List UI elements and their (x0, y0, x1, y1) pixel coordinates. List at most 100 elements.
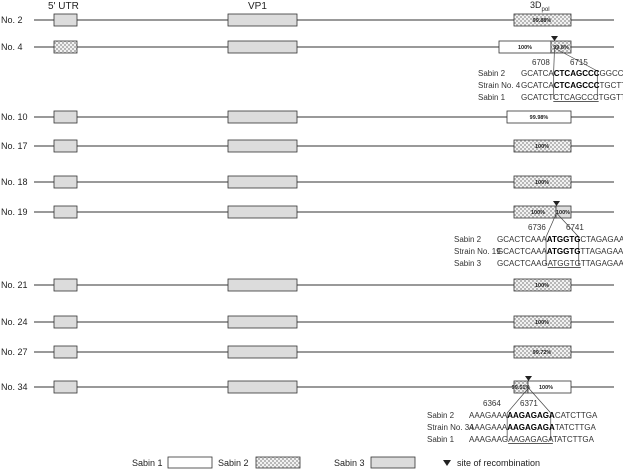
vp1-segment (227, 175, 298, 189)
bracket-line (554, 47, 598, 72)
pol-segment: 100% (513, 175, 572, 189)
vp1-header: VP1 (248, 1, 267, 12)
pol-identity: 99.72% (533, 350, 552, 356)
sequence: GCACTCAAAATGGTGCTAGAGAA (497, 235, 623, 244)
bracket-line (545, 212, 557, 238)
utr-segment (53, 40, 78, 54)
pol-segment: 99.51% 100% (512, 376, 572, 394)
pol-identity: 100% (535, 144, 549, 150)
legend-sabin3-label: Sabin 3 (334, 458, 365, 468)
pol-identity: 99.51% (512, 385, 531, 391)
utr-segment (53, 315, 78, 329)
strain-row: No. 4 100% 99.8% (1, 36, 614, 54)
pol-segment: 99.72% (513, 345, 572, 359)
pol-segment: 100% (513, 139, 572, 153)
strain-label: No. 18 (1, 177, 28, 187)
bracket-line (506, 387, 529, 414)
sequence: GCATCACTCAGCCCGGCCTGGTT (521, 69, 623, 78)
pol-part-sabin2 (513, 345, 572, 359)
pol-segment: 100% (513, 278, 572, 292)
pol-part-sabin2 (550, 40, 572, 54)
pol-part-sabin3 (555, 205, 572, 219)
sequence-name: Strain No. 34 (427, 423, 474, 432)
sequence-name: Sabin 3 (454, 259, 482, 268)
position-start: 6364 (483, 399, 501, 408)
sequence-name: Sabin 2 (454, 235, 482, 244)
sequence-name: Sabin 2 (427, 411, 455, 420)
vp1-segment (227, 110, 298, 124)
pol-identity: 100% (518, 45, 532, 51)
utr-segment (53, 13, 78, 27)
sequence: AAAGAAAAAGAGAGATATCTTGA (469, 423, 597, 432)
pol-part-sabin2 (513, 315, 572, 329)
strain-label: No. 2 (1, 15, 23, 25)
legend-sabin2-label: Sabin 2 (218, 458, 249, 468)
vp1-segment (227, 380, 298, 394)
utr-segment (53, 110, 78, 124)
strain-row: No. 18 100% (1, 175, 614, 189)
strain-label: No. 10 (1, 112, 28, 122)
utr-segment (53, 278, 78, 292)
legend-sabin1-swatch (167, 456, 213, 469)
pol-segment: 99.98% (506, 110, 572, 124)
position-end: 6371 (520, 399, 538, 408)
strain-label: No. 24 (1, 317, 28, 327)
sequence-name: Sabin 1 (427, 435, 455, 444)
pol-part-sabin1 (506, 110, 572, 124)
strain-row: No. 27 99.72% (1, 345, 614, 359)
sequence: GCATCACTCAGCCCTGCTTGGTTC (521, 81, 623, 90)
bracket-line (528, 387, 552, 414)
pol-header: 3Dpol (530, 0, 550, 13)
pol-identity: 100% (539, 385, 553, 391)
sequence: GCATCTCTCAGCCCTGGTTGGTTC (521, 93, 623, 102)
sequence-name: Sabin 2 (478, 69, 506, 78)
legend-sabin3-swatch (370, 456, 416, 469)
strain-label: No. 4 (1, 42, 23, 52)
pol-identity: 100% (535, 283, 549, 289)
strain-row: No. 10 99.98% (1, 110, 614, 124)
pol-segment: 100% 99.8% (498, 36, 572, 54)
position-start: 6736 (528, 223, 546, 232)
strain-label: No. 27 (1, 347, 28, 357)
recombination-marker-icon (553, 201, 560, 206)
vp1-segment (227, 13, 298, 27)
bracket-line (556, 212, 580, 238)
pol-identity: 100% (535, 180, 549, 186)
pol-identity: 100% (531, 210, 545, 216)
vp1-segment (227, 278, 298, 292)
pol-identity: 100% (535, 320, 549, 326)
legend: Sabin 1 Sabin 2 Sabin 3 site of recombin… (132, 456, 540, 469)
utr-segment (53, 380, 78, 394)
utr-segment (53, 139, 78, 153)
legend-sabin1-label: Sabin 1 (132, 458, 163, 468)
strain-label: No. 17 (1, 141, 28, 151)
vp1-segment (227, 40, 298, 54)
position-end: 6741 (566, 223, 584, 232)
pol-segment: 100% (513, 315, 572, 329)
sequence: GCACTCAAGATGGTGTTAGAGAA (497, 259, 623, 268)
recombination-marker-icon (525, 376, 532, 381)
pol-part-sabin2 (513, 175, 572, 189)
pol-identity: 99.98% (530, 115, 549, 121)
pol-identity: 99.8% (553, 45, 569, 51)
bracket-line (553, 47, 555, 72)
legend-recomb-label: site of recombination (457, 458, 540, 468)
pol-identity: 100% (556, 210, 570, 216)
strain-row: No. 19 100% 100% (1, 201, 614, 219)
utr-segment (53, 205, 78, 219)
pol-part-sabin2 (513, 278, 572, 292)
strain-label: No. 19 (1, 207, 28, 217)
recombination-marker-icon (551, 36, 558, 41)
recombination-marker-icon (443, 460, 451, 466)
sequence: AAAGAAGAAGAGAGATATCTTGA (469, 435, 595, 444)
strain-row: No. 24 100% (1, 315, 614, 329)
pol-part-sabin2 (513, 139, 572, 153)
strain-row: No. 17 100% (1, 139, 614, 153)
utr-segment (53, 175, 78, 189)
pol-part-sabin1 (527, 380, 572, 394)
position-end: 6715 (570, 58, 588, 67)
sequence-name: Sabin 1 (478, 93, 506, 102)
